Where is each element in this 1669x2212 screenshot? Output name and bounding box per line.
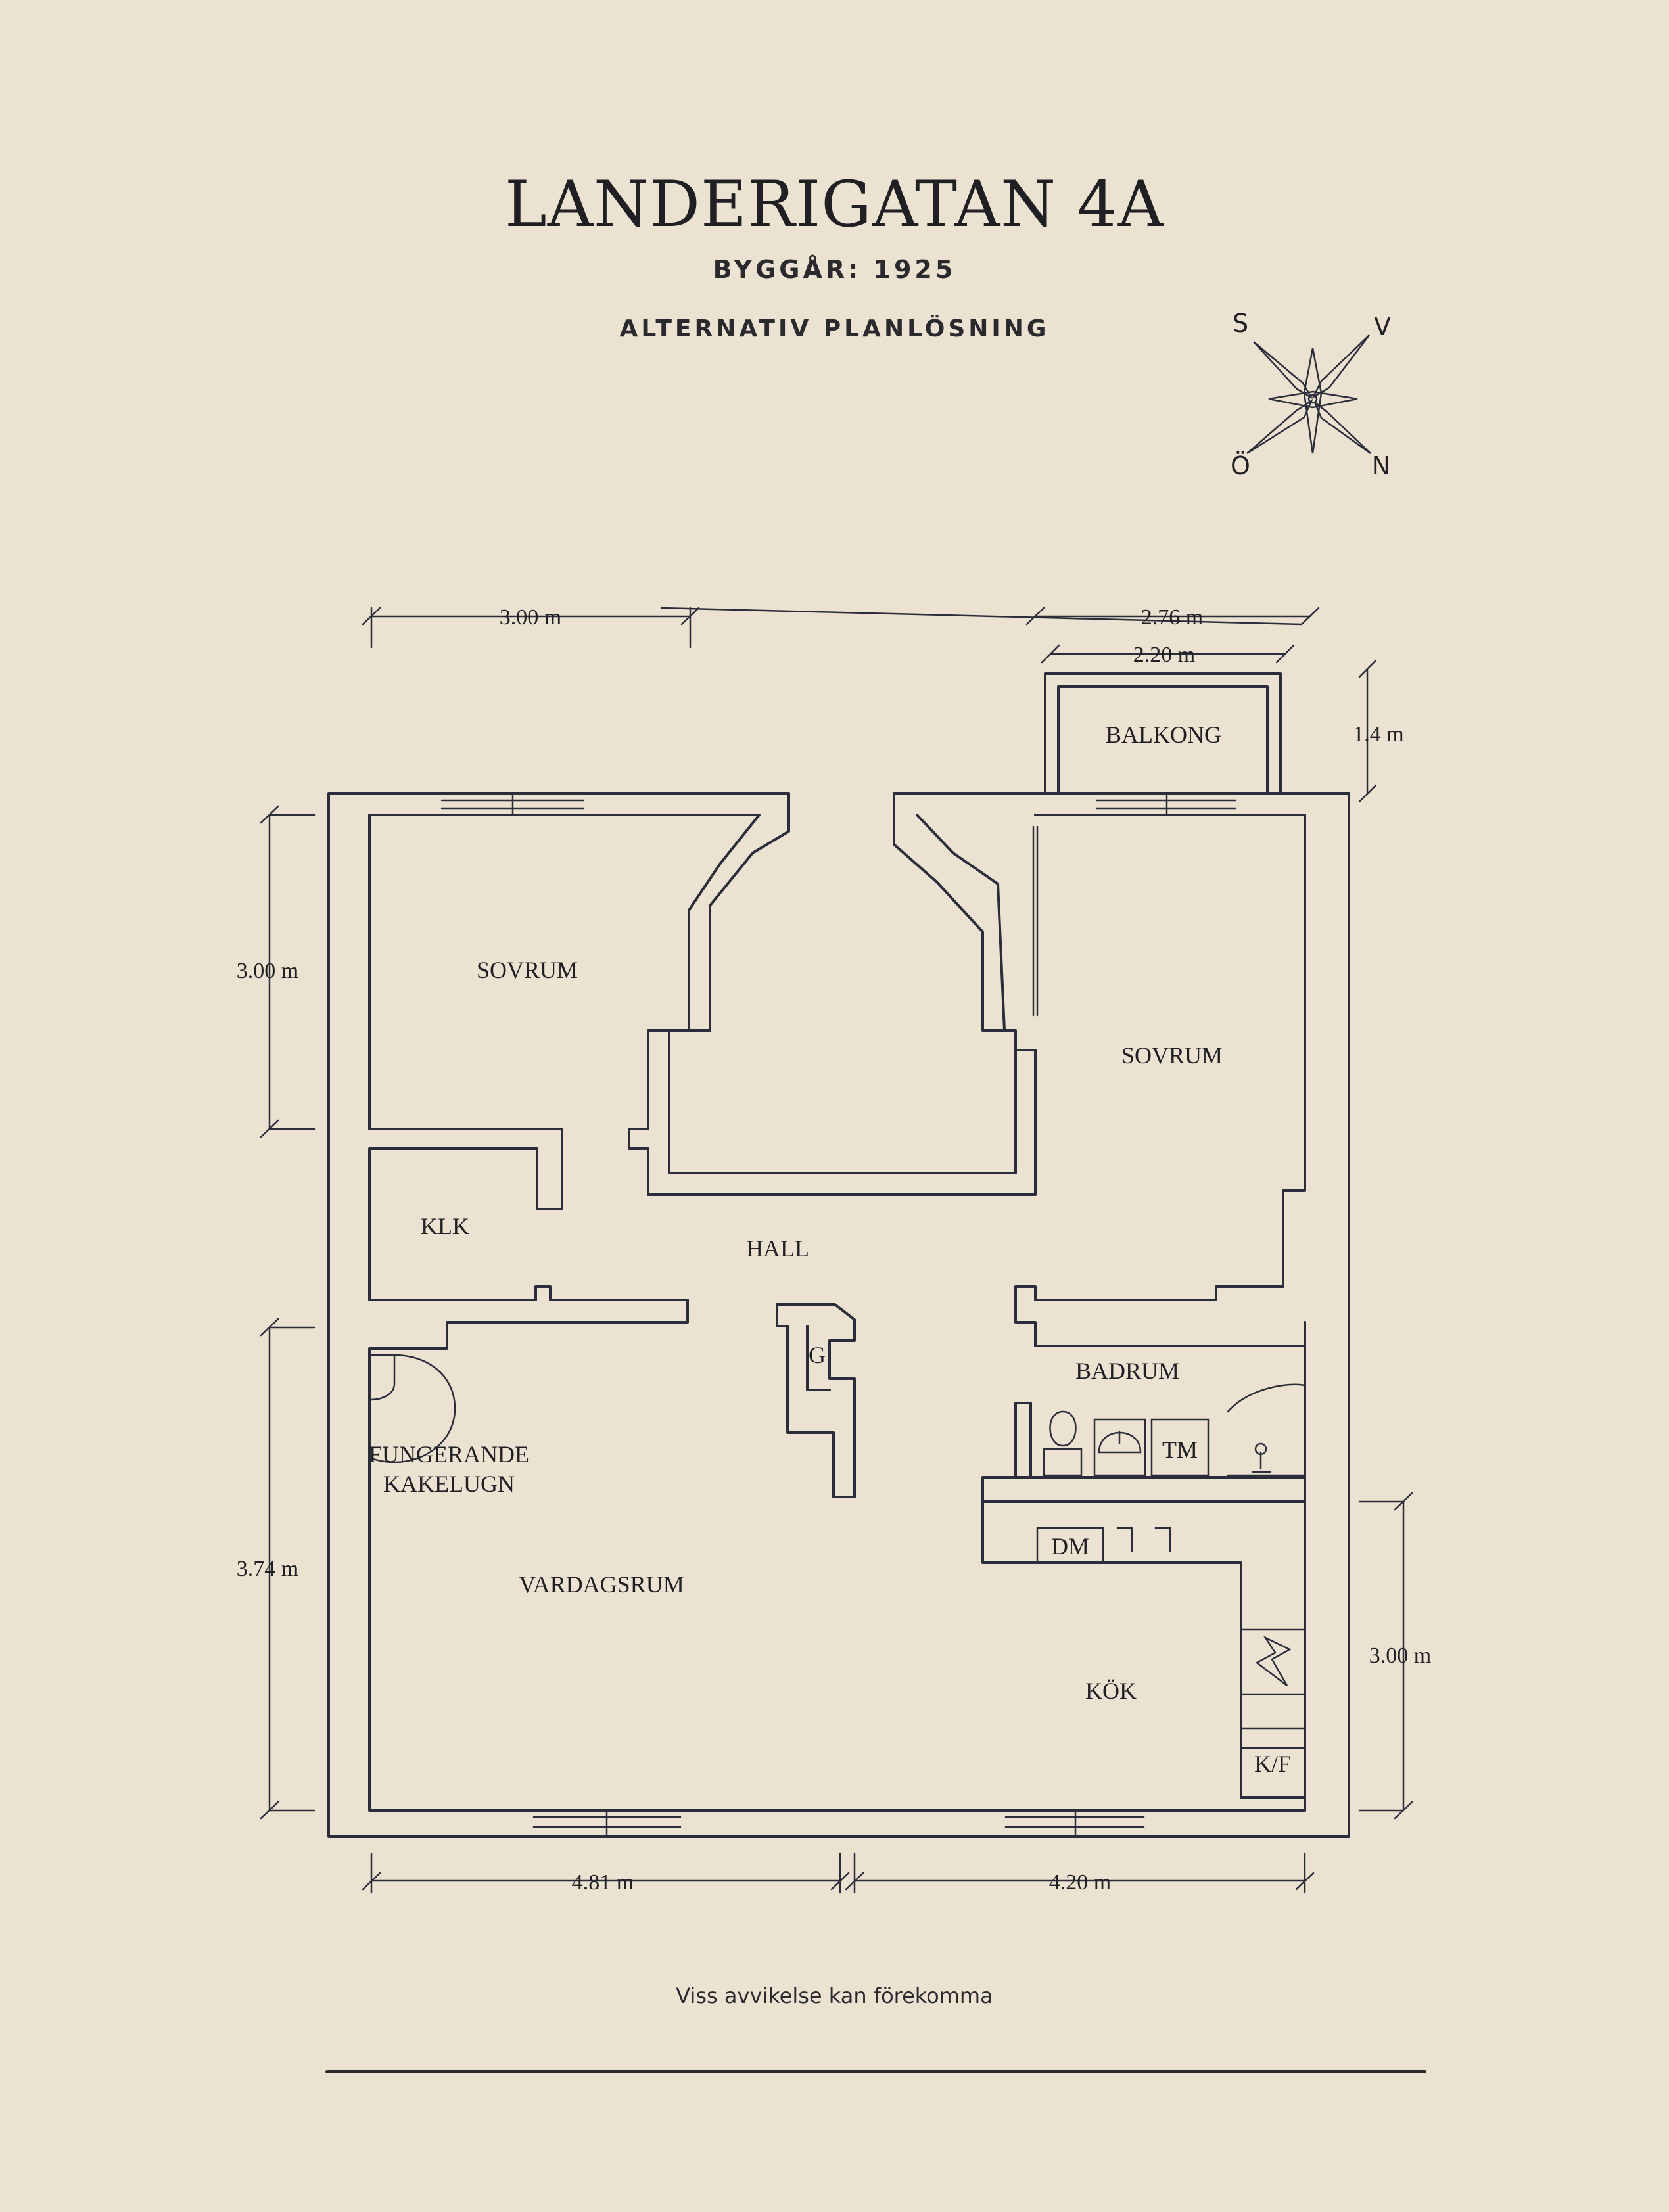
dim-left-lower: 3.74 m <box>237 1557 298 1581</box>
kitchen-fixtures: DM K/F <box>1036 1527 1306 1777</box>
dimension-lines: 3.00 m 2.76 m 2.20 m 1.4 m 3.00 m 3.74 m… <box>237 605 1431 1895</box>
sliding-door <box>1032 825 1039 1017</box>
washing-machine-icon <box>1150 1418 1210 1477</box>
kitchen-sink-icon <box>1116 1527 1171 1552</box>
room-label-kok: KÖK <box>1085 1678 1137 1704</box>
toilet-icon <box>1043 1410 1083 1477</box>
page-title: LANDERIGATAN 4A <box>504 168 1165 241</box>
footer-rule <box>325 2070 1426 2073</box>
room-label-kakelugn-line2: KAKELUGN <box>383 1471 515 1497</box>
build-year: BYGGÅR: 1925 <box>713 255 956 284</box>
stove-icon <box>1240 1628 1306 1695</box>
disclaimer: Viss avvikelse kan förekomma <box>676 1983 993 2008</box>
dishwasher-icon <box>1036 1527 1104 1564</box>
room-label-kf: K/F <box>1254 1751 1291 1777</box>
room-label-hall: HALL <box>746 1235 809 1262</box>
dim-right-lower: 3.00 m <box>1369 1644 1431 1668</box>
fridge-icon <box>1240 1727 1306 1749</box>
shower-icon <box>1227 1383 1306 1477</box>
windows <box>440 792 1237 1838</box>
room-label-badrum: BADRUM <box>1075 1358 1179 1384</box>
room-label-g: G <box>809 1342 826 1368</box>
dim-bottom-right: 4.20 m <box>1049 1870 1111 1895</box>
compass-n-label: N <box>1372 451 1390 480</box>
dim-top-right-outer: 2.76 m <box>1141 605 1203 630</box>
dim-balcony-depth: 1.4 m <box>1353 722 1403 747</box>
dim-top-right-inner: 2.20 m <box>1133 643 1195 667</box>
compass-rose: S V Ö N <box>1231 309 1391 480</box>
room-label-sovrum-right: SOVRUM <box>1121 1042 1223 1069</box>
dim-top-left: 3.00 m <box>500 605 561 630</box>
sink-icon <box>1093 1418 1146 1477</box>
outer-walls <box>327 792 1350 1838</box>
room-label-balkong: BALKONG <box>1106 722 1221 748</box>
bathroom-kitchen-walls <box>981 1402 1306 1812</box>
room-label-dm: DM <box>1051 1533 1089 1559</box>
compass-v-label: V <box>1374 312 1391 341</box>
room-labels: SOVRUM SOVRUM KLK HALL FUNGERANDE KAKELU… <box>369 957 1223 1704</box>
plan-subtitle: ALTERNATIV PLANLÖSNING <box>619 315 1050 342</box>
dim-left-upper: 3.00 m <box>237 959 298 983</box>
room-label-vardagsrum: VARDAGSRUM <box>519 1571 684 1598</box>
compass-o-label: Ö <box>1231 451 1250 480</box>
dim-bottom-left: 4.81 m <box>572 1870 634 1895</box>
tiled-stove-icon <box>368 1354 456 1463</box>
balcony: BALKONG <box>1044 672 1282 795</box>
compass-s-label: S <box>1233 309 1248 338</box>
room-label-kakelugn-line1: FUNGERANDE <box>369 1441 529 1467</box>
room-label-klk: KLK <box>421 1213 469 1239</box>
room-label-sovrum-left: SOVRUM <box>477 957 578 983</box>
bathroom-fixtures: TM BADRUM <box>1043 1358 1306 1477</box>
wardrobe-g: G <box>776 1303 856 1498</box>
room-label-tm: TM <box>1162 1437 1198 1463</box>
